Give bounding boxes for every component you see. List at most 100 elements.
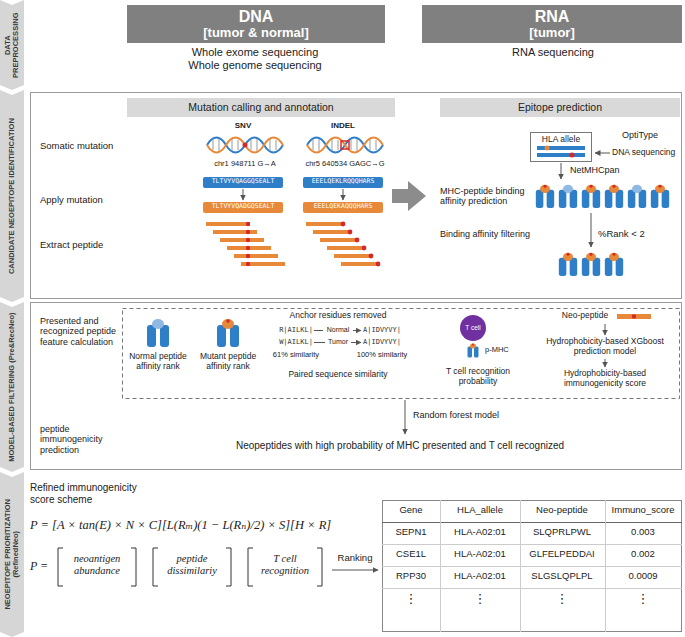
extracted-peptides: [220, 238, 264, 242]
header-text: Epitope prediction: [518, 102, 602, 114]
extracted-peptides: [206, 222, 250, 226]
feature-label: Hydrophobicity-based immunogenicity scor…: [545, 369, 665, 389]
stage-chevron: CANDIDATE NEOEPITOPE IDENTIFICATION: [0, 90, 24, 302]
model-label: Random forest model: [413, 410, 523, 420]
sequence: A|IDVYVY|: [357, 326, 407, 334]
step-label: peptide immunogenicity prediction: [40, 424, 118, 455]
mhc-icon-row: [651, 185, 669, 208]
neo-peptide-bar: [632, 314, 636, 318]
extracted-peptides: [246, 238, 250, 242]
header-text: DNA: [239, 8, 274, 26]
table-cell: HLA-A02:01: [441, 571, 519, 582]
neo-peptide-bar: [617, 314, 651, 319]
sequence: A|IDVYVY|: [357, 338, 407, 346]
section-frame: [31, 93, 682, 470]
extracted-peptides: [327, 246, 363, 250]
cell-label: T cell: [465, 324, 480, 331]
stage-chevron: MODEL-BASED FILTERING (Pre&RecNeo): [0, 302, 24, 472]
extracted-peptides: [213, 230, 257, 234]
threshold: %Rank < 2: [598, 229, 668, 240]
table-cell: SLGSLQPLPL: [521, 571, 604, 582]
dna-helix: [319, 139, 320, 151]
neo-peptide-bar: [617, 314, 651, 319]
flow-arrow: [591, 213, 592, 247]
extracted-peptides: [376, 262, 381, 267]
formula-term: neoantigen abundance: [61, 553, 133, 576]
formula-term: T cell recognition: [251, 553, 319, 576]
header-text: [tumor & normal]: [203, 26, 308, 40]
header-text: Mutation calling and annotation: [188, 102, 333, 114]
mhc-icon-row: [605, 185, 623, 208]
t-cell-circle: T cell: [460, 315, 486, 341]
extracted-peptides: [334, 254, 370, 258]
flow-arrow: [595, 153, 610, 154]
peptide-sequence: EEELQEKAQQQHARS: [303, 203, 383, 210]
matrix-bracket: [131, 548, 136, 586]
flow-arrow: [561, 163, 562, 179]
hla-bars: [537, 146, 585, 150]
extracted-peptides: [206, 222, 380, 267]
panel-header: Mutation calling and annotation: [127, 98, 395, 117]
mhc-icon: [147, 319, 169, 347]
model-label: Hydrophobicity-based XGboost prediction …: [545, 337, 665, 357]
mhc-icon-row: [536, 185, 669, 276]
feature-label: Paired sequence similarity: [273, 370, 403, 380]
sequence: R|AILKL|: [271, 326, 321, 334]
table-grid: [382, 522, 682, 523]
alignment-arrow: [353, 330, 361, 331]
similarity-value: 61% similarity: [264, 351, 328, 360]
dna-helix: [370, 139, 371, 151]
table-cell: 0.002: [606, 549, 681, 560]
box-label: HLA allele: [542, 135, 580, 144]
peptide-bar: [303, 177, 383, 188]
peptide-bar: [203, 177, 283, 188]
mhc-icon-row: [582, 185, 600, 208]
extracted-peptides: [246, 230, 250, 234]
step-label: Binding affinity filtering: [440, 229, 530, 239]
sequence: W|AILKL|: [271, 338, 321, 346]
row-label: Tumor: [323, 338, 353, 346]
flow-arrow: [605, 324, 606, 335]
peptide-sequence: EEELQEKLRQQQHARS: [303, 178, 383, 185]
formula: P = [A × tan(E) × N × C][L(Rₘ)(1 − L(Rₙ)…: [30, 518, 375, 532]
chevron-shape: [0, 302, 24, 472]
dna-helix: [207, 138, 283, 153]
extracted-peptides: [306, 222, 342, 226]
table-cell: GLFELPEDDAI: [521, 549, 604, 560]
data-header: DNA[tumor & normal]: [127, 5, 385, 43]
flow-arrow: [405, 400, 406, 434]
dna-helix: [341, 141, 349, 149]
row-label: Normal: [323, 326, 353, 334]
flow-arrow: [605, 359, 606, 367]
mhc-icon-row: [536, 185, 554, 208]
mutation-arrow: [243, 189, 244, 200]
dna-helix: [251, 140, 252, 150]
table-cell: SLQPRLPWL: [521, 527, 604, 538]
extracted-peptides: [341, 262, 377, 266]
dashed-group: [123, 309, 680, 399]
mhc-icon-row: [605, 253, 623, 276]
table-cell: HLA-A02:01: [441, 527, 519, 538]
table-grid: [382, 566, 682, 567]
caption-text: Whole exome sequencing: [155, 46, 355, 59]
header-text: [tumor]: [529, 26, 575, 40]
dna-helix: [332, 139, 333, 151]
feature-label: Mutant peptide affinity rank: [197, 352, 259, 372]
dna-helix: [307, 138, 383, 153]
mhc-icon: [468, 344, 479, 358]
table-grid: [383, 501, 682, 632]
matrix-bracket: [226, 548, 231, 586]
scheme-title: Refined immunogenicity score scheme: [30, 482, 160, 505]
extracted-peptides: [348, 230, 353, 235]
extracted-peptides: [362, 246, 367, 251]
extracted-peptides: [355, 238, 360, 243]
extracted-peptides: [234, 254, 278, 258]
table-cell: 0.003: [606, 527, 681, 538]
section-frame: [31, 303, 682, 470]
table-grid: [605, 500, 606, 632]
stage-label: NEOEPITOPE PRIORITIZATION (RefinedNeo): [4, 480, 21, 629]
arrow-label: Ranking: [330, 553, 380, 564]
mutation-type: SNV: [218, 121, 268, 130]
data-header: RNA[tumor]: [422, 5, 682, 43]
